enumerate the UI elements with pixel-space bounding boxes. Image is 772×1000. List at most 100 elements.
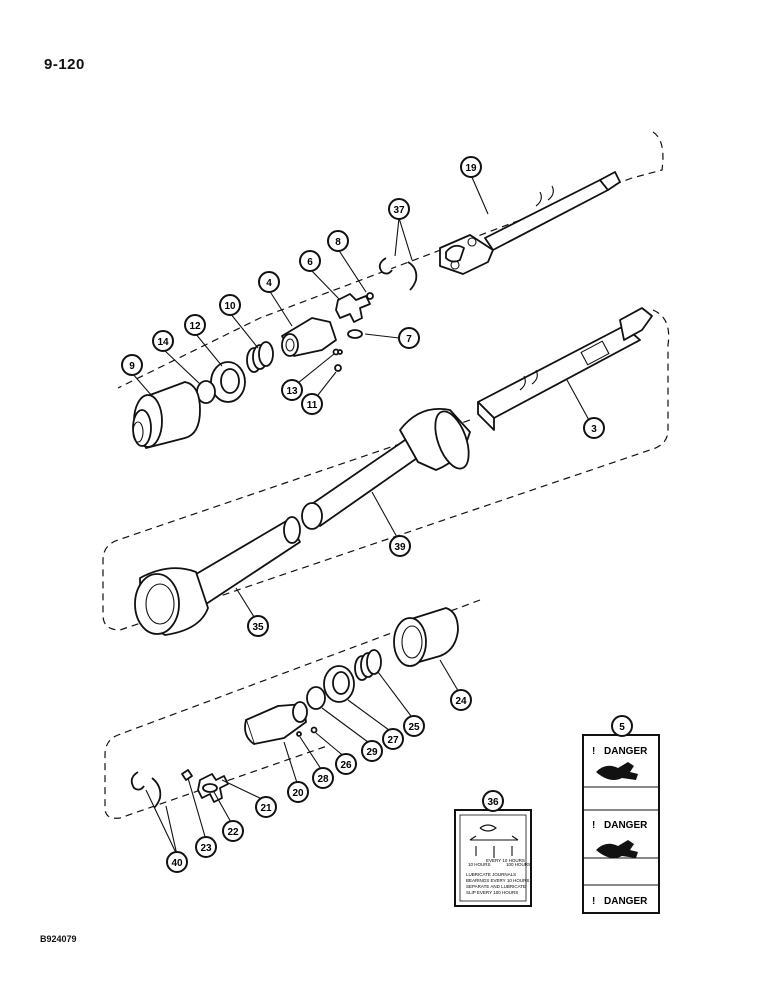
callout-13: 13 [281,379,303,401]
svg-text:25: 25 [408,722,420,733]
svg-text:26: 26 [340,760,352,771]
part-19-yoke-shaft [439,171,621,275]
callout-3: 3 [583,417,605,439]
decal-5-danger: ! DANGER ! DANGER ! DANGER [582,734,660,914]
callout-9: 9 [121,354,143,376]
callout-35: 35 [247,615,269,637]
callout-26: 26 [335,753,357,775]
part-7-ring [347,329,363,339]
callout-39: 39 [389,535,411,557]
entanglement-pictogram-1 [596,762,638,780]
svg-text:5: 5 [619,722,625,733]
callout-5: 5 [611,715,633,737]
part-6-cross [335,293,371,323]
part-13-pin [337,349,343,355]
danger-label-3: DANGER [604,896,648,907]
part-29-ring [306,686,326,710]
svg-text:22: 22 [227,827,239,838]
callout-28: 28 [312,767,334,789]
danger-marker-2: ! [592,820,595,831]
callout-27: 27 [382,728,404,750]
svg-text:4: 4 [266,278,272,289]
upper-diagonal-dash [117,177,633,389]
svg-text:11: 11 [307,400,318,411]
part-11-ball [334,364,342,372]
svg-text:9: 9 [129,361,135,372]
svg-text:3: 3 [591,424,597,435]
danger-label-1: DANGER [604,746,648,757]
lube-hours-b: EVERY 10 HOURS [486,858,525,863]
leader-lines [131,174,591,856]
callout-36: 36 [482,790,504,812]
callout-19: 19 [460,156,482,178]
svg-text:21: 21 [260,803,272,814]
lube-line-4: SLIP EVERY 100 HOURS [466,890,518,895]
svg-text:7: 7 [406,334,412,345]
callout-7: 7 [398,327,420,349]
svg-text:14: 14 [157,337,169,348]
part-35-outer-shield [134,516,301,636]
callout-10: 10 [219,294,241,316]
lower-group-boundary [104,599,481,819]
svg-text:13: 13 [286,386,298,397]
svg-text:24: 24 [455,696,467,707]
part-4-yoke [281,317,340,357]
lube-hours-a: 10 HOURS [468,862,491,867]
part-8-fitting [366,292,374,300]
danger-label-2: DANGER [604,820,648,831]
svg-text:28: 28 [317,774,329,785]
lube-line-1: LUBRICATE JOURNALS [466,872,516,877]
upper-group-boundary [631,131,664,179]
callout-22: 22 [222,820,244,842]
svg-text:37: 37 [393,205,405,216]
lube-hours-c: 100 HOURS [506,862,531,867]
part-40-clips [130,771,162,809]
svg-text:12: 12 [189,321,201,332]
part-23-fitting [181,769,193,781]
part-28-pin [296,731,302,737]
danger-marker-3: ! [592,896,595,907]
callout-11: 11 [301,393,323,415]
middle-group-boundary [102,309,670,631]
lube-line-3: SEPARATE AND LUBRICATE [466,884,526,889]
callout-8: 8 [327,230,349,252]
part-20-yoke [244,701,308,745]
part-25-spring [354,649,382,681]
part-9-shield-cone [132,381,201,449]
svg-text:40: 40 [171,858,183,869]
callout-6: 6 [299,250,321,272]
callout-4: 4 [258,271,280,293]
part-39-shield-tube [301,408,471,530]
svg-text:39: 39 [394,542,406,553]
svg-text:27: 27 [387,735,399,746]
lube-line-2: BEARINGS EVERY 10 HOURS [466,878,529,883]
svg-text:8: 8 [335,237,341,248]
callout-23: 23 [195,836,217,858]
svg-text:10: 10 [224,301,236,312]
svg-text:20: 20 [292,788,304,799]
part-10-spring [246,341,274,373]
part-37-clips [378,257,418,291]
part-24-shield-cone [393,607,459,667]
callout-12: 12 [184,314,206,336]
part-22-ring [202,783,218,793]
callout-37: 37 [388,198,410,220]
svg-text:23: 23 [200,843,212,854]
svg-text:29: 29 [366,747,378,758]
part-27-seal [323,665,355,703]
decal-36-lubrication: 10 HOURS EVERY 10 HOURS 100 HOURS LUBRIC… [454,809,532,907]
danger-marker-1: ! [592,746,595,757]
callout-14: 14 [152,330,174,352]
callout-29: 29 [361,740,383,762]
svg-text:36: 36 [487,797,499,808]
callout-24: 24 [450,689,472,711]
entanglement-pictogram-2 [596,840,638,858]
part-26-ball [310,726,318,734]
svg-text:6: 6 [307,257,313,268]
page-number: 9-120 [44,56,85,73]
callout-40: 40 [166,851,188,873]
callout-20: 20 [287,781,309,803]
part-3-tube [477,307,653,431]
figure-id: B924079 [40,934,77,944]
